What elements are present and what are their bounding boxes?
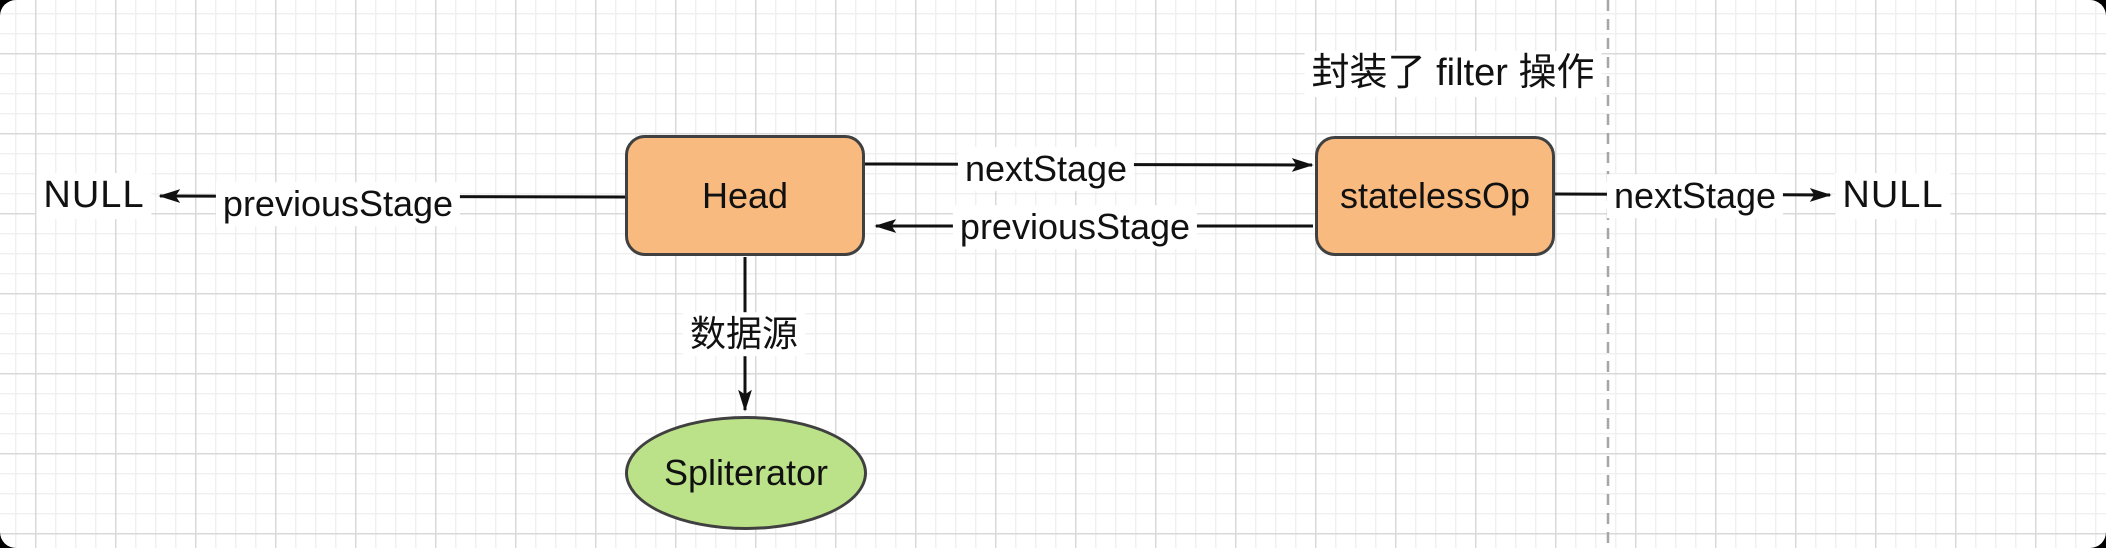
edge-label-previousstage-middle[interactable]: previousStage (952, 205, 1198, 249)
edge-label-datasource[interactable]: 数据源 (682, 312, 806, 356)
caption-filter-annotation[interactable]: 封装了 filter 操作 (1304, 51, 1602, 97)
node-statelessop-label: statelessOp (1339, 175, 1531, 216)
node-spliterator-label: Spliterator (663, 452, 829, 493)
node-head[interactable]: Head (625, 135, 865, 256)
edge-label-nextstage-right[interactable]: nextStage (1606, 174, 1784, 218)
node-spliterator[interactable]: Spliterator (625, 416, 867, 530)
node-head-label: Head (701, 174, 789, 216)
null-terminal-right[interactable]: NULL (1835, 173, 1951, 219)
edge-label-previousstage-left[interactable]: previousStage (215, 182, 461, 226)
node-statelessop[interactable]: statelessOp (1315, 136, 1555, 256)
null-terminal-left[interactable]: NULL (36, 173, 152, 219)
edge-label-nextstage-middle[interactable]: nextStage (957, 147, 1135, 191)
